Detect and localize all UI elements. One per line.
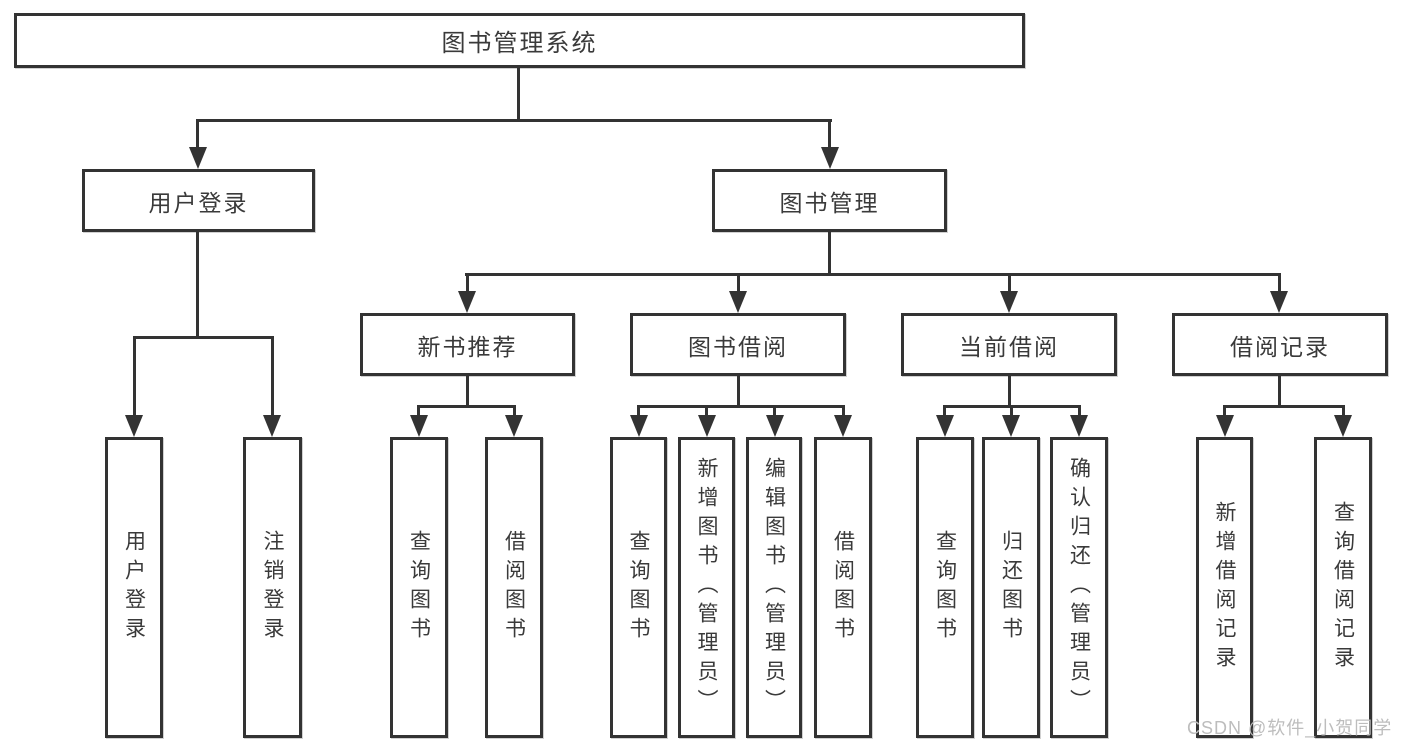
connector-line <box>842 405 845 419</box>
arrowhead-icon <box>1216 415 1234 437</box>
arrowhead-icon <box>263 415 281 437</box>
connector-line <box>1008 376 1011 408</box>
node-label: 用户登录 <box>122 529 146 646</box>
connector-line <box>133 336 274 339</box>
node-label: 新增图书（管理员） <box>695 457 719 718</box>
arrowhead-icon <box>505 415 523 437</box>
node-borrowing-records: 借阅记录 <box>1172 313 1388 376</box>
node-label: 确认归还（管理员） <box>1067 457 1091 718</box>
leaf-query-books-borrowing: 查询图书 <box>610 437 667 738</box>
node-root-library-system: 图书管理系统 <box>14 13 1025 68</box>
node-label: 新增借阅记录 <box>1213 500 1237 675</box>
node-label: 图书管理系统 <box>441 30 598 57</box>
node-label: 查询图书 <box>933 529 957 646</box>
connector-line <box>271 336 274 419</box>
leaf-add-borrow-record: 新增借阅记录 <box>1196 437 1253 738</box>
node-label: 借阅图书 <box>502 529 526 646</box>
connector-line <box>465 273 1281 276</box>
node-label: 注销登录 <box>261 529 285 646</box>
node-label: 用户登录 <box>148 189 249 216</box>
node-book-borrowing: 图书借阅 <box>630 313 846 376</box>
connector-line <box>517 68 520 121</box>
arrowhead-icon <box>1000 291 1018 313</box>
node-label: 编辑图书（管理员） <box>762 457 786 718</box>
arrowhead-icon <box>821 147 839 169</box>
node-label: 借阅图书 <box>831 529 855 646</box>
connector-line <box>196 232 199 339</box>
connector-line <box>417 405 420 419</box>
connector-line <box>1010 405 1013 419</box>
leaf-borrow-books: 借阅图书 <box>814 437 872 738</box>
connector-line <box>1223 405 1226 419</box>
arrowhead-icon <box>1334 415 1352 437</box>
connector-line <box>773 405 776 419</box>
connector-line <box>737 273 740 295</box>
node-label: 归还图书 <box>999 529 1023 646</box>
node-label: 图书管理 <box>779 189 880 216</box>
node-label: 查询图书 <box>627 529 651 646</box>
arrowhead-icon <box>189 147 207 169</box>
arrowhead-icon <box>630 415 648 437</box>
node-label: 查询图书 <box>407 529 431 646</box>
leaf-query-books-current: 查询图书 <box>916 437 974 738</box>
connector-line <box>466 273 469 295</box>
connector-line <box>133 336 136 419</box>
node-new-book-recommendation: 新书推荐 <box>360 313 575 376</box>
connector-line <box>1278 376 1281 408</box>
node-label: 查询借阅记录 <box>1331 500 1355 675</box>
connector-line <box>637 405 845 408</box>
node-label: 当前借阅 <box>959 333 1059 360</box>
arrowhead-icon <box>698 415 716 437</box>
arrowhead-icon <box>1002 415 1020 437</box>
arrowhead-icon <box>410 415 428 437</box>
connector-line <box>705 405 708 419</box>
leaf-logout: 注销登录 <box>243 437 302 738</box>
arrowhead-icon <box>458 291 476 313</box>
connector-line <box>1008 273 1011 295</box>
arrowhead-icon <box>936 415 954 437</box>
connector-line <box>828 119 831 151</box>
arrowhead-icon <box>729 291 747 313</box>
connector-line <box>196 119 199 151</box>
connector-line <box>417 405 516 408</box>
leaf-query-books-recommend: 查询图书 <box>390 437 448 738</box>
arrowhead-icon <box>766 415 784 437</box>
leaf-borrow-books-recommend: 借阅图书 <box>485 437 543 738</box>
arrowhead-icon <box>1270 291 1288 313</box>
node-book-management: 图书管理 <box>712 169 947 232</box>
connector-line <box>513 405 516 419</box>
node-label: 借阅记录 <box>1230 333 1330 360</box>
arrowhead-icon <box>834 415 852 437</box>
leaf-query-borrow-record: 查询借阅记录 <box>1314 437 1372 738</box>
connector-line <box>1278 273 1281 295</box>
leaf-return-books: 归还图书 <box>982 437 1040 738</box>
connector-line <box>1223 405 1345 408</box>
node-user-login: 用户登录 <box>82 169 315 232</box>
node-label: 图书借阅 <box>688 333 788 360</box>
leaf-add-books-admin: 新增图书（管理员） <box>678 437 735 738</box>
connector-line <box>196 119 832 122</box>
connector-line <box>1342 405 1345 419</box>
connector-line <box>466 376 469 408</box>
connector-line <box>943 405 946 419</box>
arrowhead-icon <box>1070 415 1088 437</box>
node-label: 新书推荐 <box>417 333 518 360</box>
connector-line <box>637 405 640 419</box>
arrowhead-icon <box>125 415 143 437</box>
csdn-watermark: CSDN @软件_小贺同学 <box>1187 718 1393 738</box>
leaf-edit-books-admin: 编辑图书（管理员） <box>746 437 802 738</box>
leaf-confirm-return-admin: 确认归还（管理员） <box>1050 437 1108 738</box>
node-current-borrowing: 当前借阅 <box>901 313 1117 376</box>
connector-line <box>828 232 831 276</box>
connector-line <box>1078 405 1081 419</box>
leaf-user-login: 用户登录 <box>105 437 163 738</box>
connector-line <box>737 376 740 408</box>
